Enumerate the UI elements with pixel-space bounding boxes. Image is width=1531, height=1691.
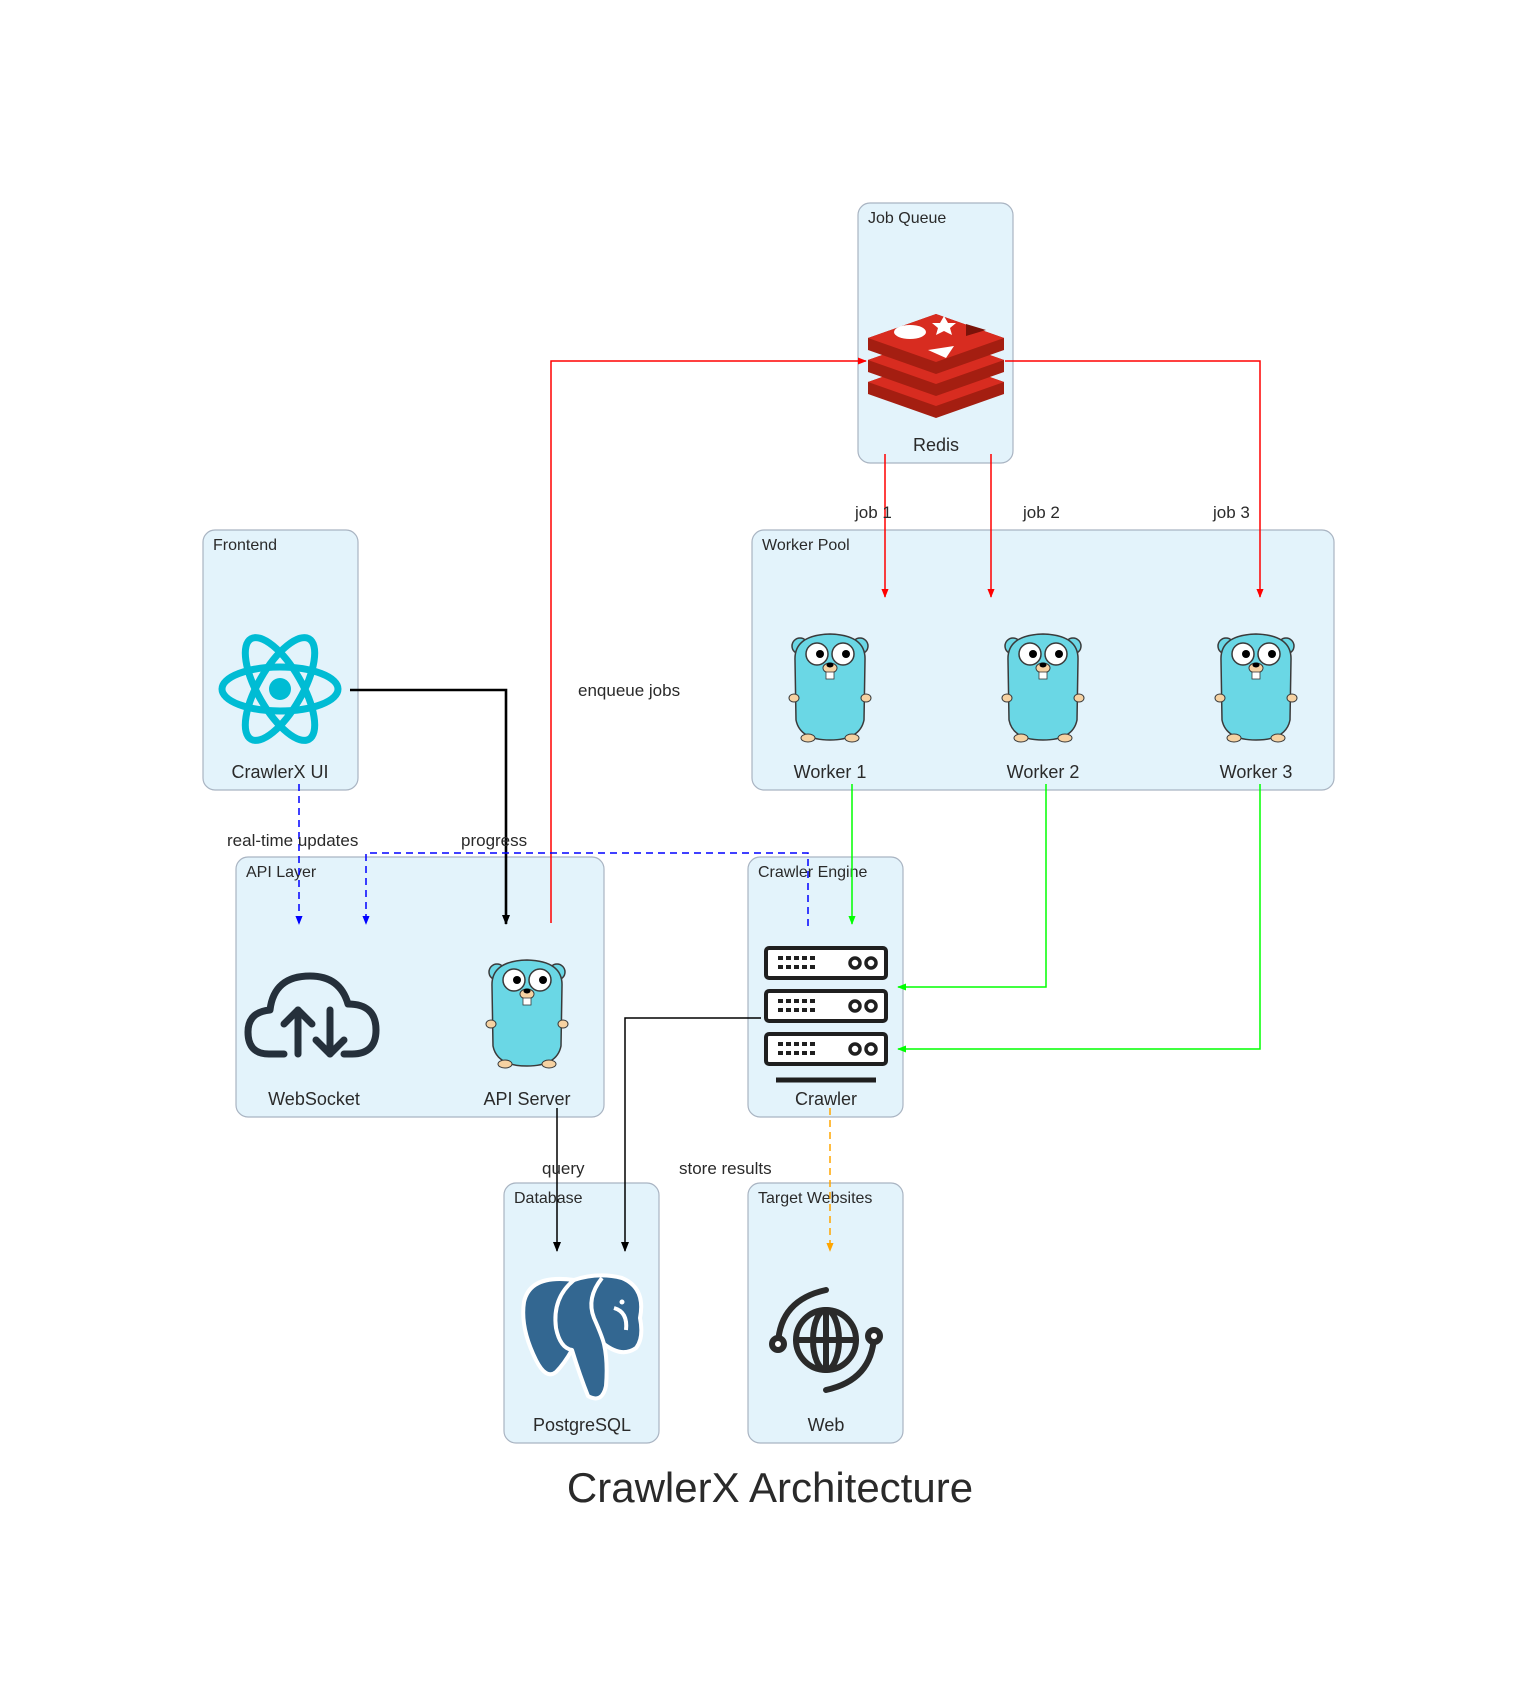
edge-label-enqueue-jobs: enqueue jobs [578,681,680,700]
node-label-worker-1: Worker 1 [794,762,867,782]
gopher-icon [788,633,872,743]
edge-label-store-results: store results [679,1159,772,1178]
edge-enqueue-jobs [550,357,867,923]
edge-store-results [621,1017,761,1252]
edge-label-job-1: job 1 [854,503,892,522]
edge-worker3-crawler [897,784,1261,1053]
cluster-label-database: Database [514,1190,583,1207]
cluster-label-target-websites: Target Websites [758,1190,872,1207]
edge-label-job-3: job 3 [1212,503,1250,522]
node-label-websocket: WebSocket [268,1089,360,1109]
node-label-redis: Redis [913,435,959,455]
postgresql-icon [521,1273,644,1401]
gopher-icon [1001,633,1085,743]
node-label-crawlerx-ui: CrawlerX UI [231,762,328,782]
node-label-worker-2: Worker 2 [1007,762,1080,782]
cluster-label-api-layer: API Layer [246,864,317,881]
cloud-sync-icon [244,972,380,1058]
gopher-icon [485,959,569,1069]
node-label-crawler: Crawler [795,1089,857,1109]
node-label-postgresql: PostgreSQL [533,1415,631,1435]
server-rack-icon [764,946,888,1083]
redis-icon [868,314,1004,418]
edge-label-job-2: job 2 [1022,503,1060,522]
edge-label-progress: progress [461,831,527,850]
cluster-frontend: Frontend [202,529,359,791]
edge-label-realtime-updates: real-time updates [227,831,358,850]
edge-label-query: query [542,1159,585,1178]
edge-ui-api-server [350,688,510,925]
edge-job-3 [1005,360,1264,598]
cluster-label-crawler-engine: Crawler Engine [758,864,867,881]
node-label-web: Web [808,1415,845,1435]
cluster-label-job-queue: Job Queue [868,210,946,227]
cluster-label-worker-pool: Worker Pool [762,537,850,554]
react-icon [218,634,342,744]
cluster-label-frontend: Frontend [213,537,277,554]
edge-worker2-crawler [897,784,1047,991]
node-label-api-server: API Server [483,1089,570,1109]
node-label-worker-3: Worker 3 [1220,762,1293,782]
globe-icon [769,1287,883,1393]
edge-progress [362,852,809,926]
diagram-title: CrawlerX Architecture [567,1464,973,1511]
gopher-icon [1214,633,1298,743]
